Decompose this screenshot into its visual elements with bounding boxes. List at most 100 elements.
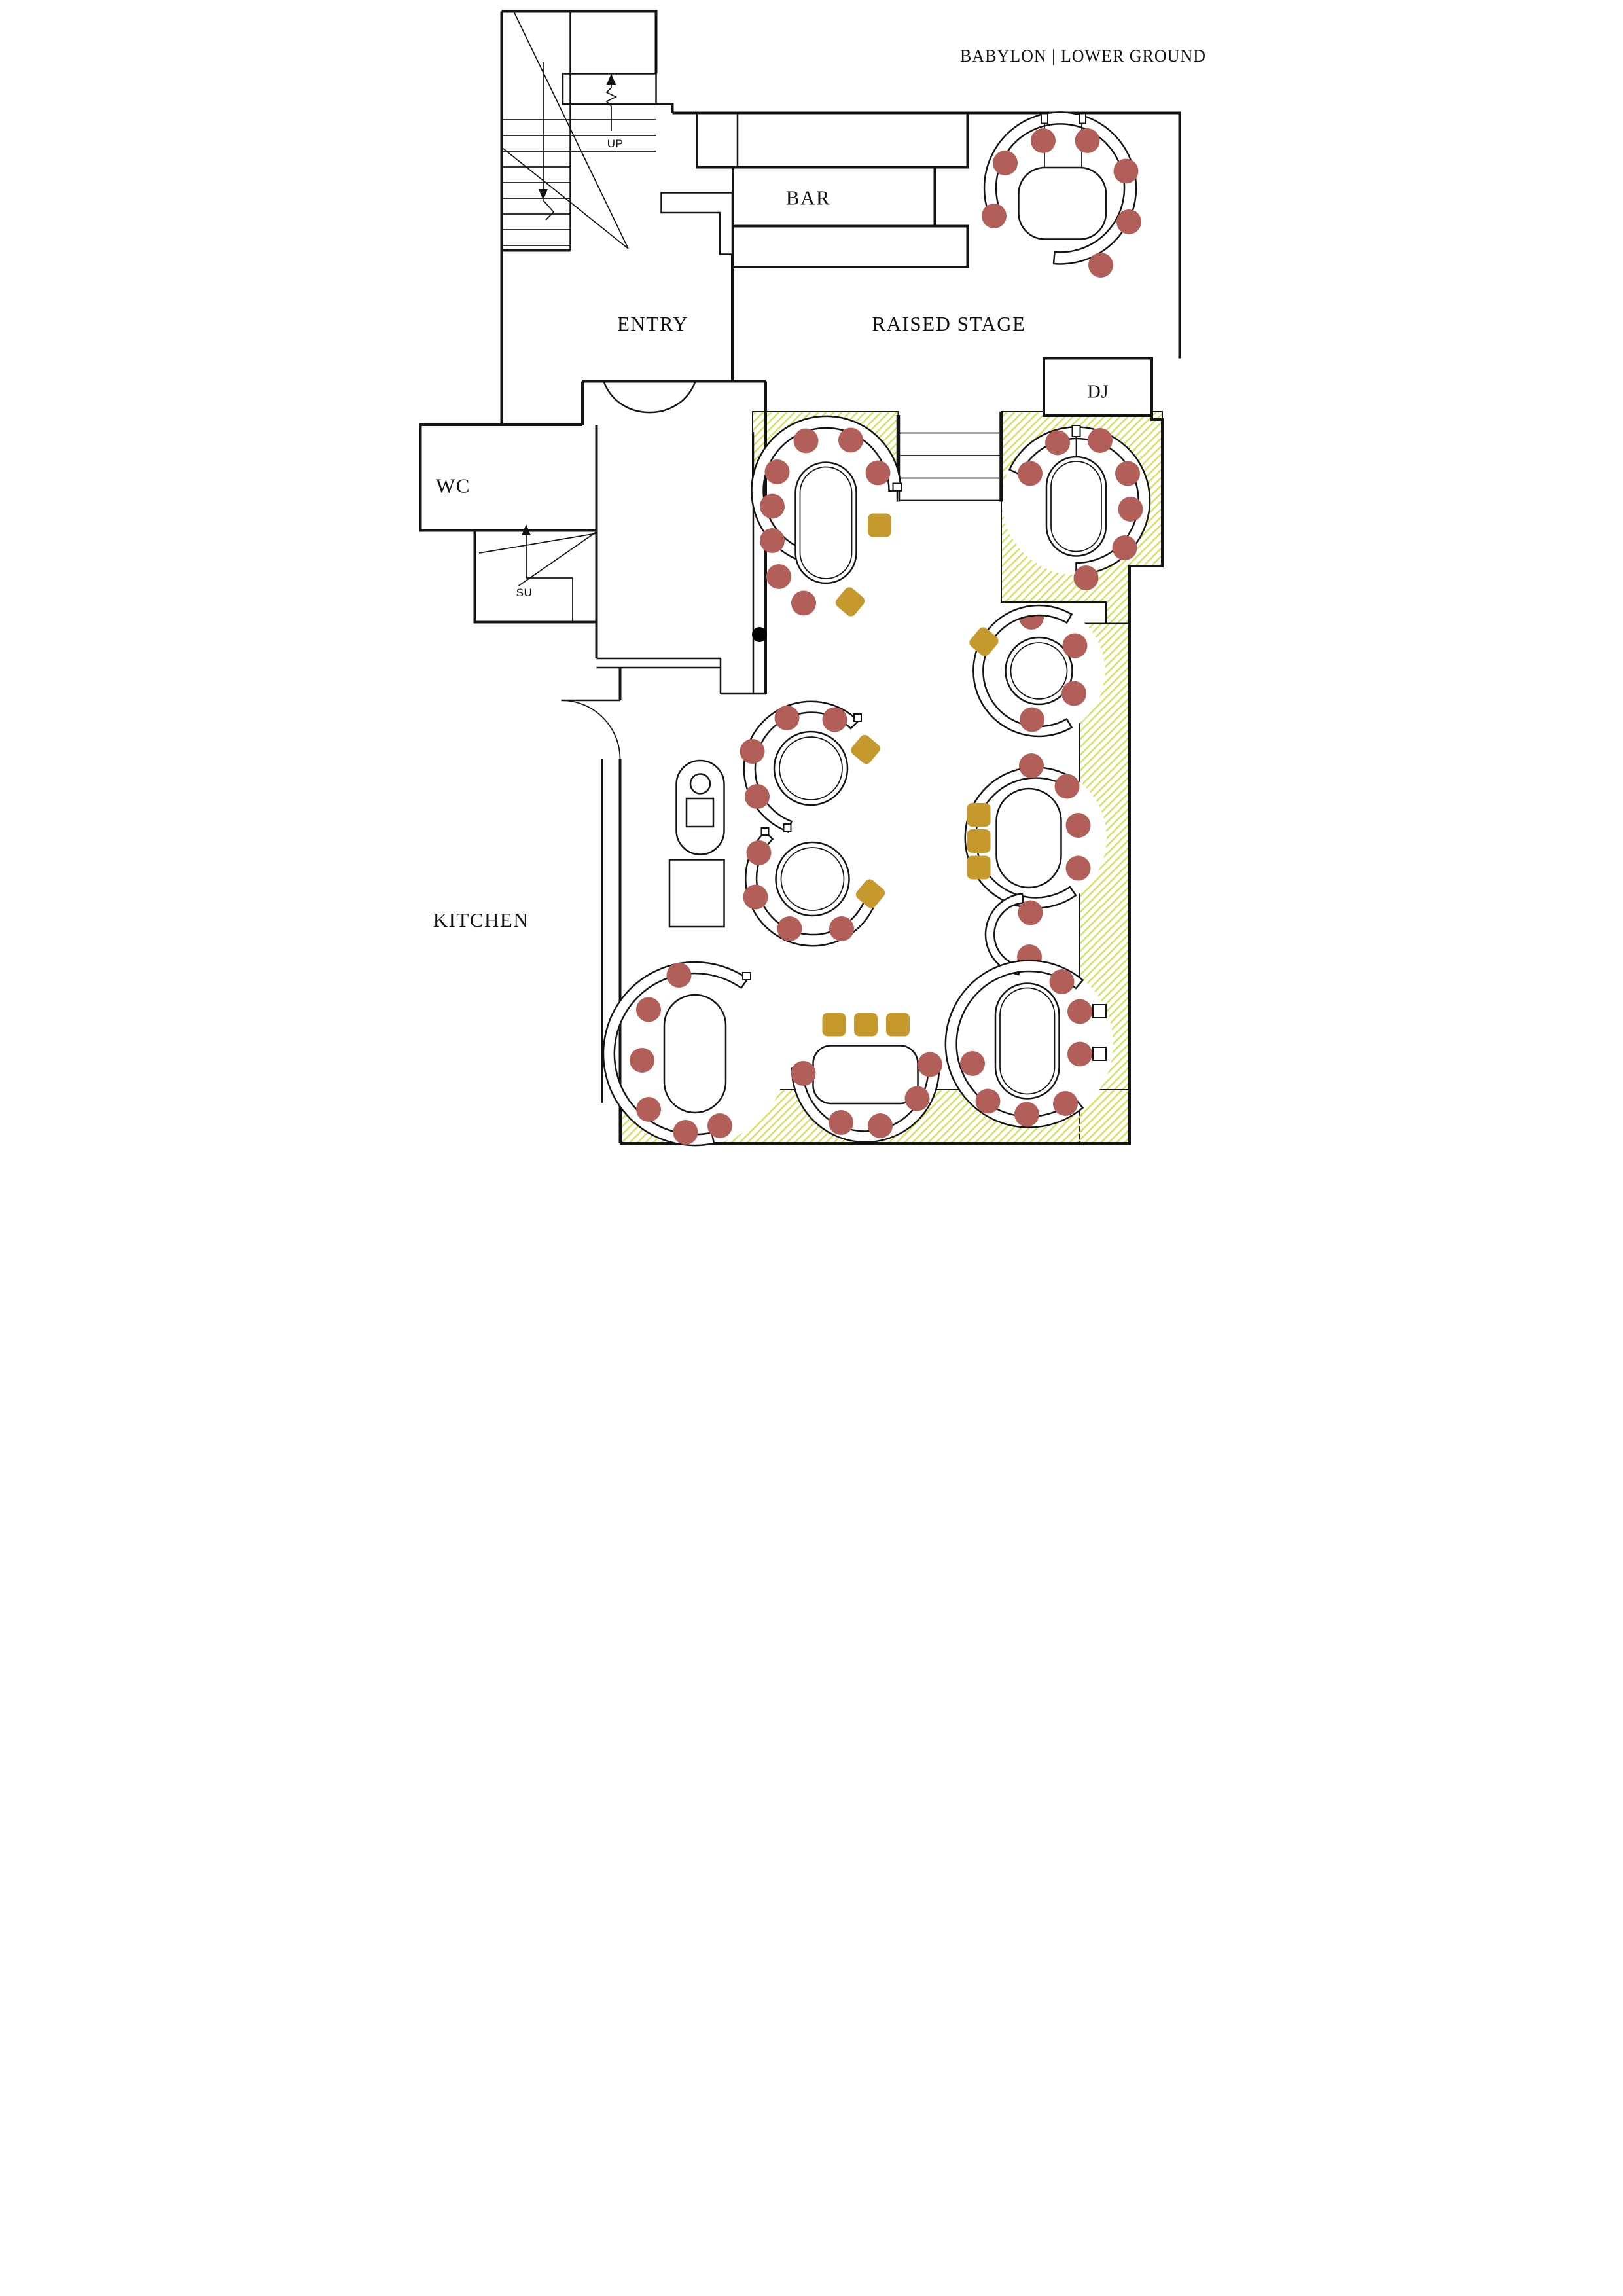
booth-bottom-right <box>944 960 1107 1128</box>
kitchen-door <box>561 699 621 760</box>
chair <box>1067 999 1092 1024</box>
label-raised-stage: RAISED STAGE <box>872 312 1026 335</box>
host-stand <box>675 759 725 855</box>
stool <box>854 1013 878 1037</box>
chair <box>673 1120 698 1145</box>
down-arrow <box>539 62 555 221</box>
chair <box>707 1113 732 1138</box>
stool <box>967 829 991 853</box>
chair <box>829 1110 853 1135</box>
chair <box>777 916 802 941</box>
host-stand-outline <box>675 759 725 855</box>
su-up-arrow <box>522 524 531 578</box>
chair <box>1020 707 1044 732</box>
bar-counter <box>732 166 936 228</box>
stool <box>835 587 865 617</box>
chair <box>1054 774 1080 799</box>
vestibule-left-walls <box>581 381 598 658</box>
walls <box>419 103 1181 1145</box>
label-wc: WC <box>436 475 471 497</box>
booth-stage <box>982 111 1141 278</box>
label-bar: BAR <box>786 187 830 209</box>
stool <box>855 879 885 908</box>
chair <box>791 590 816 616</box>
host-stand-desk <box>685 797 715 828</box>
su-staircase: SU <box>473 524 598 624</box>
chair <box>630 1048 654 1073</box>
chair <box>1018 900 1043 925</box>
booth-left-platform <box>751 415 902 642</box>
chair <box>865 460 891 486</box>
dj-box <box>1043 357 1153 417</box>
chair <box>636 997 661 1022</box>
chair <box>1073 565 1099 590</box>
banquette <box>602 961 749 1147</box>
stool <box>822 1013 846 1037</box>
booth-bottom-middle <box>791 1013 942 1143</box>
chair <box>1065 855 1091 881</box>
booth-right-wall-stadium <box>964 753 1091 909</box>
door-swing-arc <box>561 700 621 760</box>
stool <box>969 627 999 656</box>
label-dj: DJ <box>1087 382 1109 403</box>
label-entry: ENTRY <box>617 312 688 335</box>
chair <box>829 916 854 941</box>
chair <box>746 840 772 865</box>
banquette <box>972 604 1073 738</box>
right-wall <box>620 416 1164 1145</box>
chair <box>993 151 1018 175</box>
bar-block: BAR <box>696 111 969 268</box>
chair <box>636 1097 661 1122</box>
chair <box>740 739 765 764</box>
chair <box>975 1088 1001 1114</box>
corridor-bottom-walls <box>596 657 766 695</box>
dining-table-inner <box>780 847 845 911</box>
dining-table <box>663 994 727 1114</box>
dj-booth: DJ <box>1043 357 1153 417</box>
chair <box>1061 681 1086 706</box>
chair <box>1045 430 1070 456</box>
booth-right-wall-round <box>969 604 1088 738</box>
label-up: UP <box>607 137 624 150</box>
chair <box>1019 753 1044 778</box>
chair <box>1065 813 1091 838</box>
stage-steps <box>896 412 1003 502</box>
chair <box>1014 1102 1039 1127</box>
label-su: SU <box>516 586 533 599</box>
chair <box>960 1051 985 1076</box>
dining-table <box>995 787 1062 889</box>
stair-to-bar-jog <box>656 103 674 113</box>
banquette <box>984 893 1024 976</box>
host-stand-lamp <box>689 773 711 795</box>
stair-treads <box>501 119 656 246</box>
dining-table <box>1018 166 1107 240</box>
chair <box>743 884 768 910</box>
chair <box>1118 497 1143 522</box>
stair-cut-lines <box>501 11 629 249</box>
vestibule-niche-arc <box>603 381 696 414</box>
chair <box>1088 428 1113 453</box>
stool <box>886 1013 910 1037</box>
booth-center-lower <box>743 827 885 947</box>
up-arrow <box>605 73 617 131</box>
booth-bottom-left <box>602 961 751 1147</box>
floor-plan-svg: UP SU BAR DJ <box>406 0 1217 1148</box>
chair <box>760 528 785 553</box>
chair <box>760 493 785 519</box>
chair <box>764 459 790 484</box>
dining-table-inner <box>1010 642 1068 700</box>
chair <box>1088 253 1113 278</box>
su-cut-lines <box>478 531 597 622</box>
chair <box>1062 633 1088 658</box>
chair <box>766 564 791 589</box>
chair <box>745 784 770 809</box>
chair <box>1112 535 1137 560</box>
chair <box>793 428 819 454</box>
chair <box>1049 969 1075 994</box>
bar-front-counter <box>732 224 969 268</box>
stool <box>851 734 880 764</box>
dining-table-inner <box>1050 461 1102 552</box>
dining-table-inner <box>999 987 1056 1095</box>
chair <box>1075 128 1100 153</box>
chair <box>918 1052 942 1077</box>
